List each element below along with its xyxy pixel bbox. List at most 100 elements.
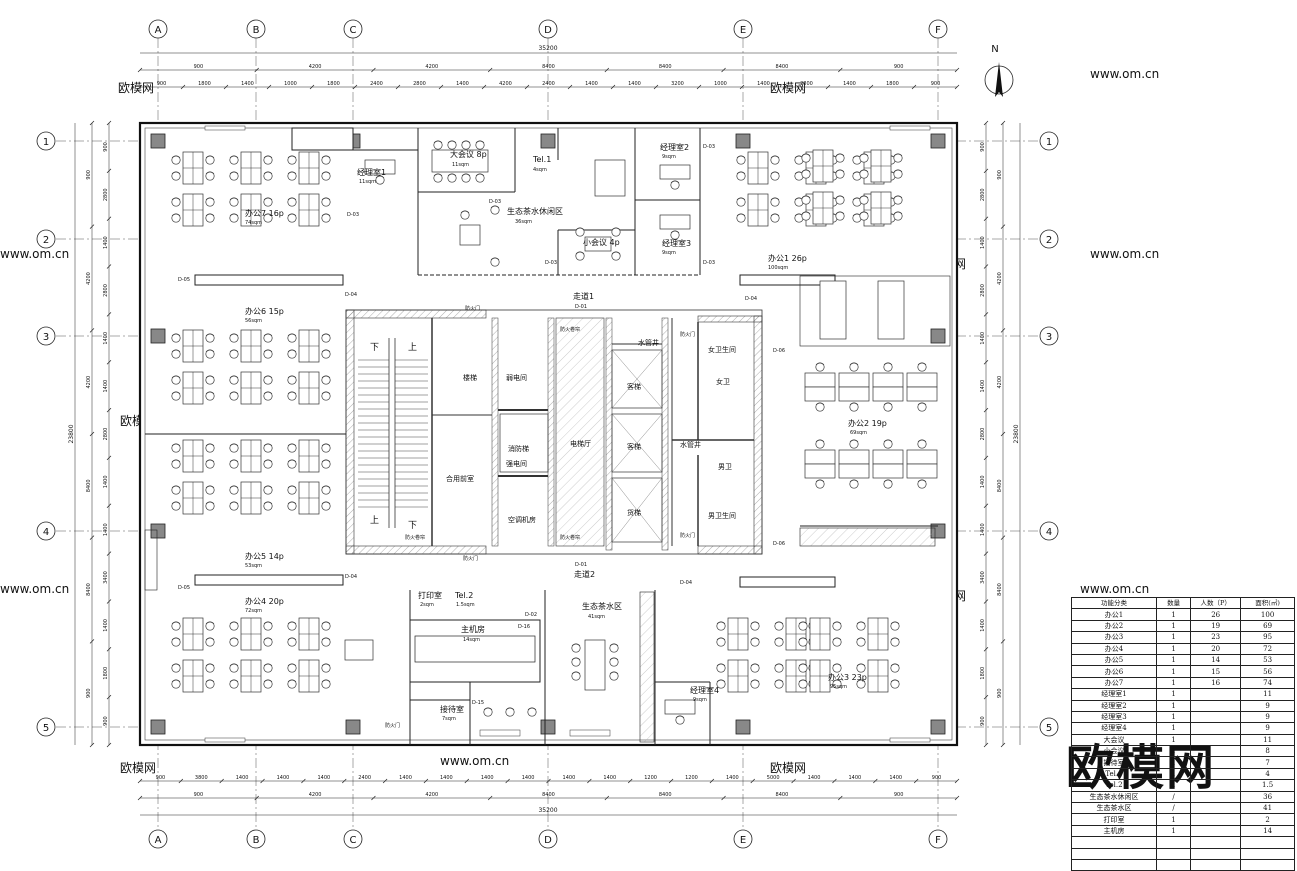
chair (883, 402, 893, 412)
chair (171, 637, 181, 647)
fire-door-tag: 防火门 (680, 331, 695, 338)
dimension-value: 1800 (198, 81, 211, 87)
table-cell (1240, 847, 1295, 861)
chair (263, 333, 273, 343)
column-header: 面积(㎡) (1240, 596, 1295, 610)
room-label: 经理室4 (690, 685, 719, 695)
chair (205, 663, 215, 673)
table-cell (1155, 847, 1192, 861)
desk-cluster (182, 193, 204, 227)
axis-label: C (350, 25, 357, 36)
desk-cluster (870, 149, 892, 183)
chair (736, 171, 746, 181)
chair (475, 140, 485, 150)
desk-cluster (747, 151, 769, 185)
table-cell: 8 (1240, 745, 1295, 758)
room-label: 水管井 (638, 338, 659, 347)
chair (774, 637, 784, 647)
chair (859, 211, 869, 221)
desk-cluster (298, 659, 320, 693)
dimension-value: 900 (894, 792, 904, 798)
dimension-value: 1400 (849, 775, 862, 781)
dimension-value: 1200 (644, 775, 657, 781)
room-area: 9sqm (693, 697, 707, 703)
dimension-value: 900 (997, 688, 1003, 698)
chair (917, 439, 927, 449)
table-row (1071, 847, 1295, 861)
table-cell: 9 (1240, 699, 1295, 712)
table-cell: 53 (1240, 653, 1295, 667)
chair (798, 679, 808, 689)
chair (917, 362, 927, 372)
dimension-value: 3800 (195, 775, 208, 781)
room-label: 消防梯 (508, 444, 529, 453)
chair (883, 439, 893, 449)
north-arrow: N (984, 44, 1014, 97)
chair (859, 195, 869, 205)
room-area: 56sqm (245, 318, 262, 324)
chair (527, 707, 537, 717)
table-cell: 1.5 (1240, 779, 1295, 792)
chair (774, 679, 784, 689)
chair (171, 155, 181, 165)
chair (229, 333, 239, 343)
room-area: 11sqm (359, 179, 376, 185)
axis-bubble-4-right: 4 (1039, 521, 1059, 541)
chair (263, 171, 273, 181)
chair (263, 391, 273, 401)
chair (859, 169, 869, 179)
building-core (345, 309, 763, 555)
table-cell: 办公6 (1071, 665, 1157, 678)
desk (804, 449, 836, 465)
desk-cluster (298, 371, 320, 405)
chair (890, 679, 900, 689)
table-cell: 9 (1240, 722, 1295, 735)
desk-cluster (182, 151, 204, 185)
table-cell: 1 (1155, 779, 1192, 792)
table-cell: 打印室 (1071, 813, 1157, 826)
chair (321, 501, 331, 511)
chair (171, 391, 181, 401)
dimension-value: 3400 (980, 571, 986, 584)
table-cell: 接待室 (1071, 756, 1157, 769)
table-cell: 1 (1155, 722, 1192, 735)
room-area: 74sqm (245, 220, 262, 226)
manager-desk (664, 699, 696, 715)
dimension-value: 2800 (413, 81, 426, 87)
dimension-value: 4200 (499, 81, 512, 87)
chair (750, 637, 760, 647)
desk-cluster (298, 617, 320, 651)
door-tag: D-06 (773, 348, 785, 354)
axis-bubble-D-bottom: D (538, 829, 558, 849)
table-cell: 36 (1240, 790, 1295, 804)
table-cell (1240, 836, 1295, 849)
dimension-value: 1400 (456, 81, 469, 87)
manager-desk (659, 214, 691, 230)
chair (287, 213, 297, 223)
desk-cluster (182, 659, 204, 693)
table-row: 生态茶水区/41 (1071, 802, 1295, 815)
room-label: 客梯 (627, 382, 641, 391)
chair (321, 155, 331, 165)
chair (263, 637, 273, 647)
desk-cluster (240, 151, 262, 185)
desk-cluster (298, 439, 320, 473)
chair (205, 213, 215, 223)
dimension-value: 1400 (980, 475, 986, 488)
desk (804, 463, 836, 479)
chair (229, 391, 239, 401)
chair (609, 643, 619, 653)
table-cell (1190, 858, 1242, 871)
chair (801, 153, 811, 163)
desk-cluster (182, 617, 204, 651)
dimension-value: 1400 (980, 619, 986, 632)
room-label: Tel.1 (532, 155, 551, 164)
table-cell: 办公3 (1071, 631, 1157, 644)
fire-shutter-tag: 防火卷帘 (560, 326, 580, 333)
chair (770, 171, 780, 181)
chair (736, 197, 746, 207)
